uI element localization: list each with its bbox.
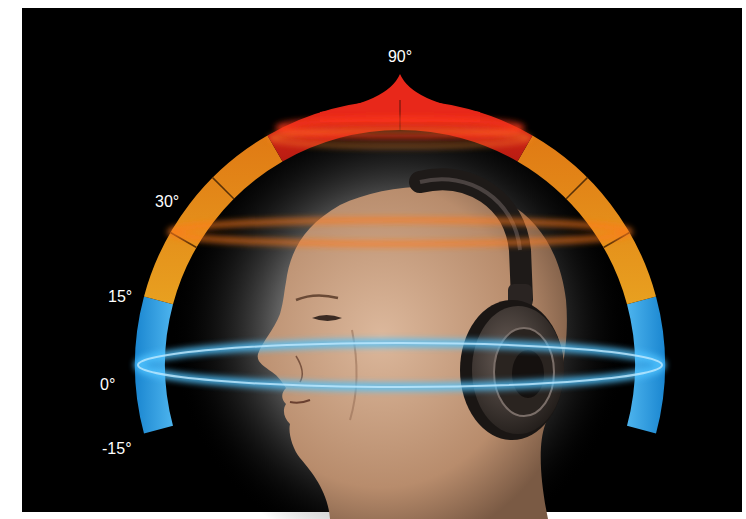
elevation-ring xyxy=(278,120,522,136)
red-band xyxy=(268,100,533,162)
angle-label: 15° xyxy=(108,288,132,306)
elevation-ring xyxy=(138,343,662,387)
elevation-ring xyxy=(270,130,530,146)
angle-label: 30° xyxy=(155,193,179,211)
angle-label: 0° xyxy=(100,376,115,394)
elevation-ring xyxy=(138,343,662,387)
orange-band xyxy=(144,136,283,305)
angle-label: -15° xyxy=(102,440,132,458)
elevation-ring xyxy=(170,220,630,244)
angle-label: 90° xyxy=(388,48,412,66)
